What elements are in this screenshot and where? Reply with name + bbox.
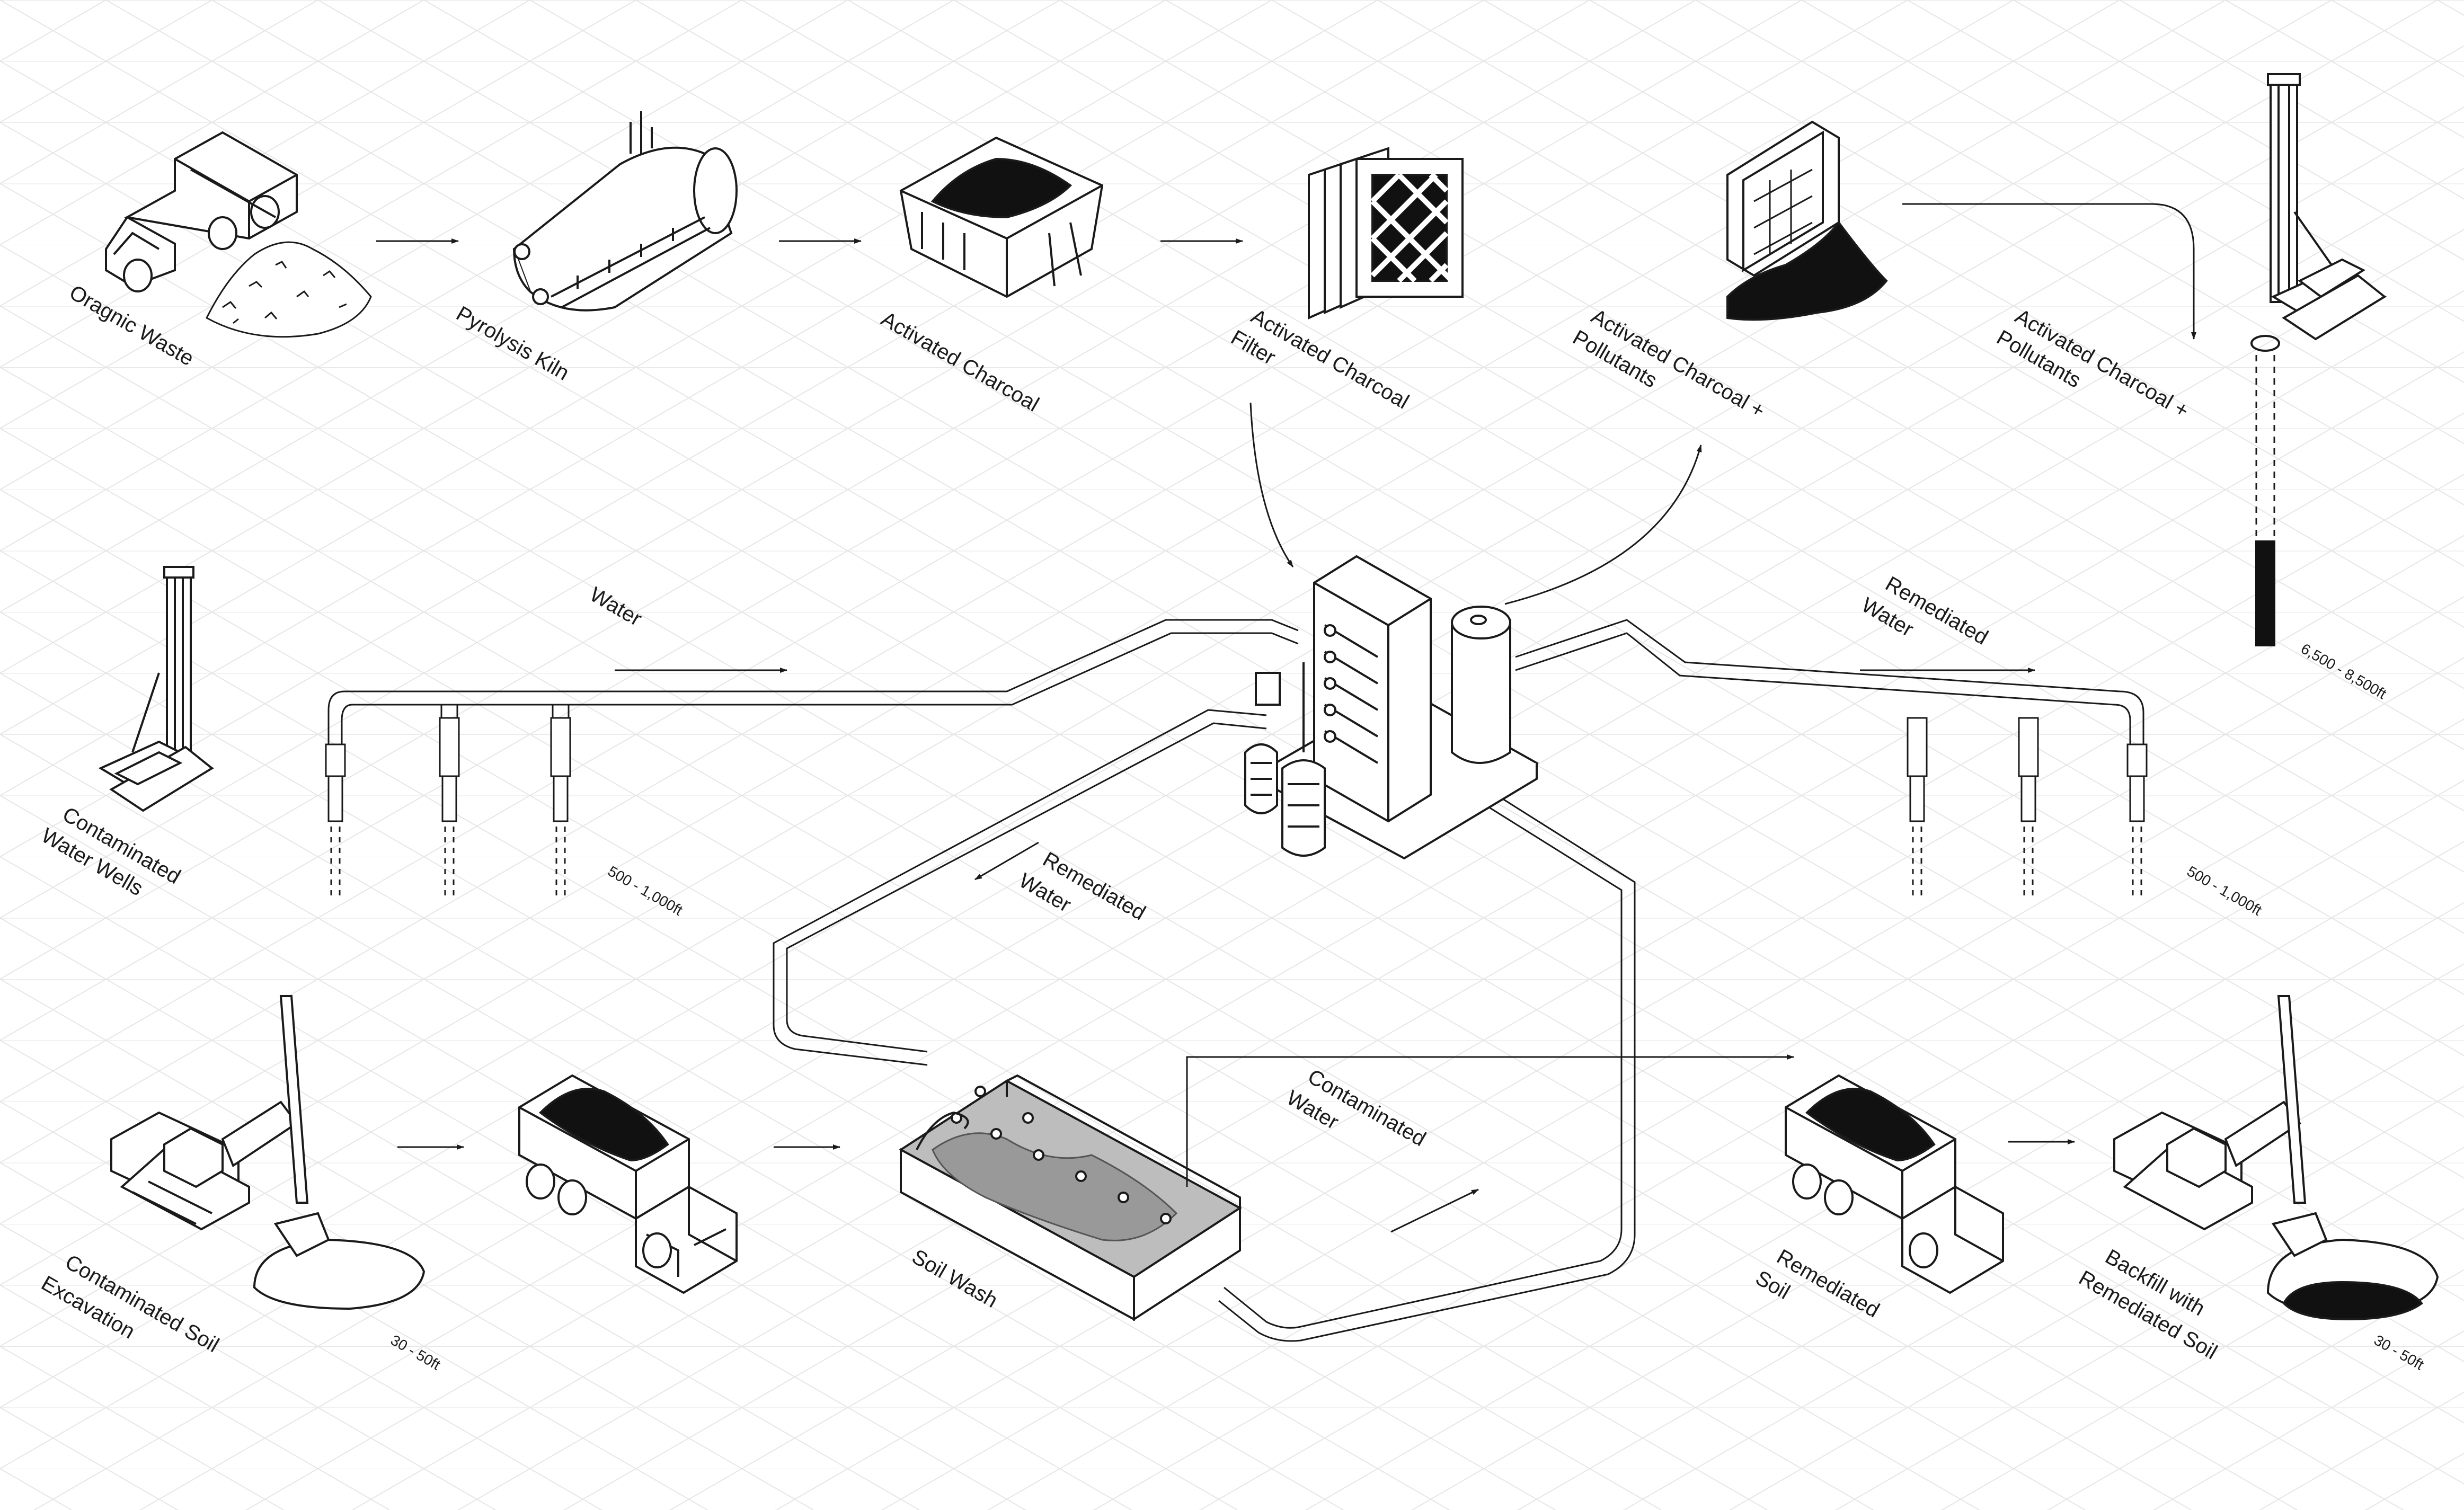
waste-pile-icon xyxy=(206,241,372,338)
treatment-unit-icon xyxy=(1244,555,1539,860)
arrow-pollutants-to-well xyxy=(1902,203,2196,340)
dump-truck-icon-left xyxy=(518,1074,738,1294)
drilling-rig-icon-deep xyxy=(2267,73,2387,341)
garbage-truck-icon xyxy=(105,131,298,292)
arrow-remediated-water-to-wash xyxy=(974,841,1039,881)
pipe-network xyxy=(327,619,2144,1342)
well-head-icon xyxy=(2250,335,2280,352)
charcoal-storage-zone xyxy=(2255,540,2275,646)
excavator-icon-right xyxy=(2113,995,2439,1321)
used-filter-icon xyxy=(1726,120,1888,321)
wells-left xyxy=(325,717,571,822)
arrow-wash-to-remediated-soil xyxy=(1186,1054,1794,1187)
deep-well-shaft xyxy=(2255,355,2275,540)
arrow-unit-to-pollutants xyxy=(1504,445,1702,605)
dump-truck-icon-right xyxy=(1785,1074,2004,1294)
charcoal-filter-icon xyxy=(1308,147,1464,320)
excavator-icon-left xyxy=(110,995,426,1310)
wells-right xyxy=(1907,717,2148,822)
charcoal-bin-icon xyxy=(899,136,1104,298)
well-shafts-right xyxy=(1912,827,2142,895)
well-shafts-left xyxy=(330,827,566,895)
well-pipe-ties-left xyxy=(440,705,570,718)
arrow-contaminated-water-return xyxy=(1390,1188,1479,1233)
drilling-rig-icon-left xyxy=(98,566,215,812)
arrow-filter-to-unit xyxy=(1249,402,1294,567)
soil-wash-basin-icon xyxy=(899,1074,1242,1321)
pyrolysis-kiln-icon xyxy=(512,111,738,312)
